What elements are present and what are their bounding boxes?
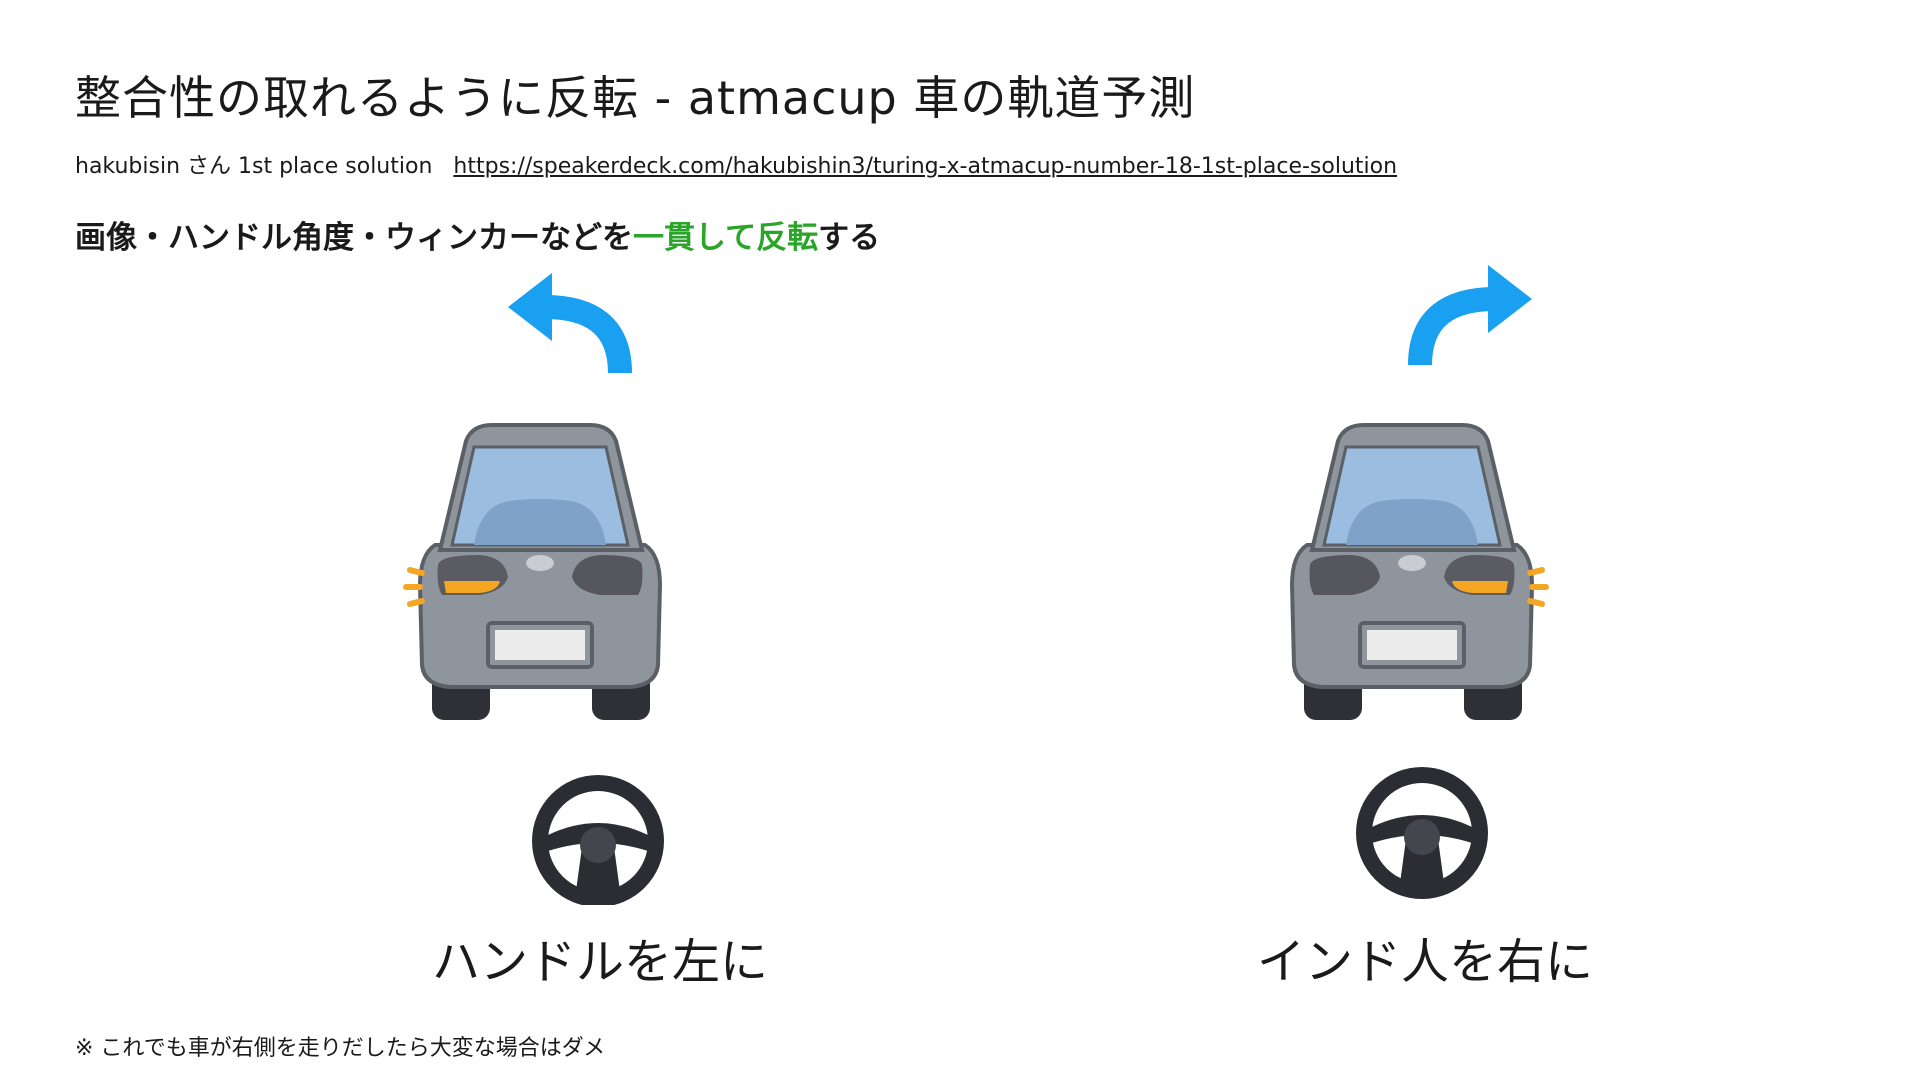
right-turn-figure [1230, 265, 1670, 909]
slide-title: 整合性の取れるように反転 - atmacup 車の軌道予測 [75, 71, 1196, 125]
steering-wheel-icon [1356, 767, 1488, 899]
car-rear-icon [403, 423, 663, 720]
source-link[interactable]: https://speakerdeck.com/hakubishin3/turi… [453, 154, 1398, 179]
curved-arrow-left-icon [508, 273, 632, 374]
right-caption: インド人を右に [1256, 934, 1593, 990]
footnote: ※ これでも車が右側を走りだしたら大変な場合はダメ [75, 1036, 606, 1061]
car-rear-icon [1289, 423, 1549, 720]
headline-suffix: する [818, 220, 881, 256]
author-credit: hakubisin さん 1st place solution [75, 154, 433, 179]
curved-arrow-right-icon [1408, 265, 1532, 366]
headline: 画像・ハンドル角度・ウィンカーなどを一貫して反転する [75, 212, 880, 257]
left-turn-figure [380, 265, 820, 909]
headline-text: 画像・ハンドル角度・ウィンカーなどを [75, 220, 633, 256]
left-turn-illustration [403, 273, 664, 907]
headline-highlight: 一貫して反転 [633, 220, 819, 256]
right-turn-illustration [1289, 265, 1549, 899]
source-line: hakubisin さん 1st place solution https://… [75, 148, 1397, 180]
left-caption: ハンドルを左に [431, 934, 768, 990]
steering-wheel-icon [532, 775, 664, 907]
